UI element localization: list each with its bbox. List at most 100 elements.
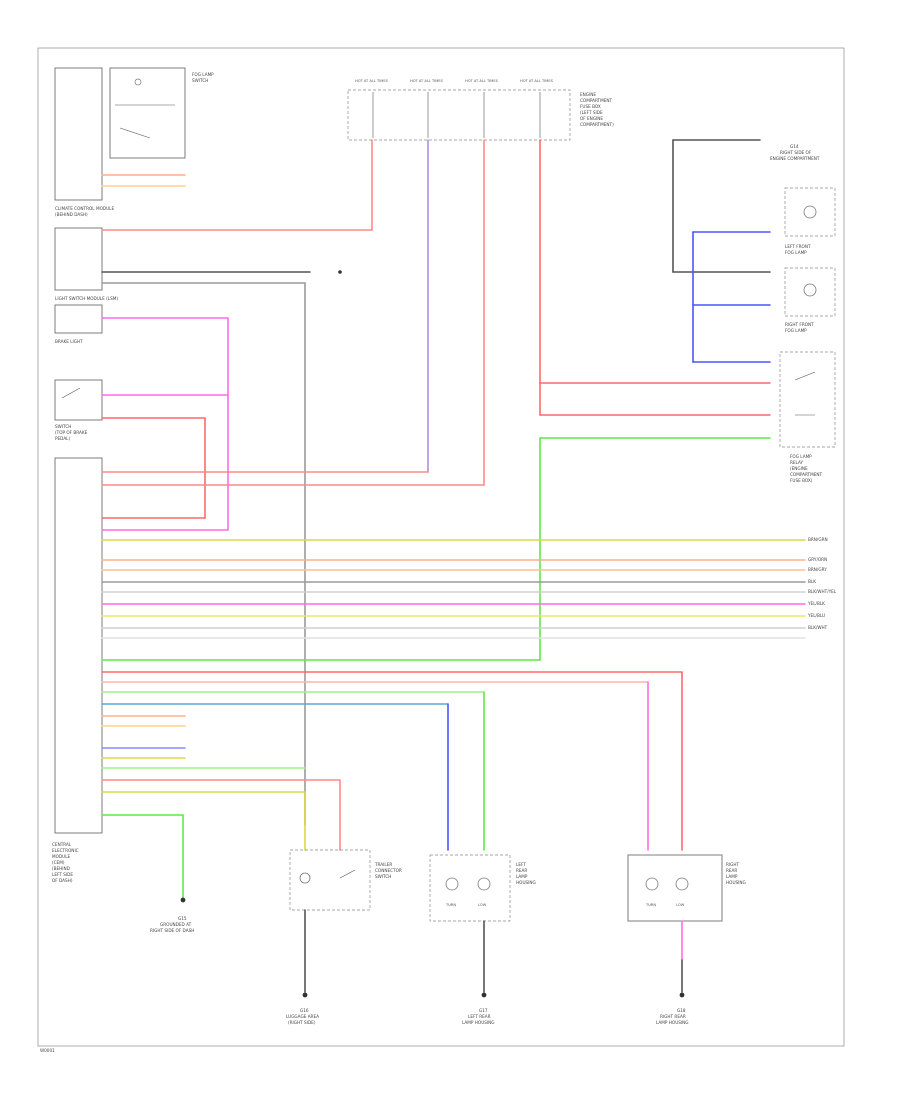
diagram-frame: [37, 47, 845, 1047]
fuse-caption-2: COMPARTMENT: [580, 98, 613, 103]
cem-label-6: LEFT SIDE: [52, 872, 73, 877]
right-top-label-2: RIGHT SIDE OF: [780, 150, 812, 155]
left-fog-lamp-box: [784, 187, 836, 237]
ground-2-c: LAMP HOUSING: [462, 1020, 495, 1025]
ground-1-c: (RIGHT SIDE): [288, 1020, 316, 1025]
ground-icon-1: [302, 992, 308, 998]
climate-module-label: CLIMATE CONTROL MODULE: [55, 206, 114, 211]
bus-label-7: YEL/BLU: [807, 613, 825, 618]
right-rear-lamp-group: TURN LOW RIGHT REAR LAMP HOUSING G18 RIG…: [627, 854, 746, 1025]
cem-label-3: MODULE: [52, 854, 71, 859]
brake-switch-group: BRAKE LIGHT SWITCH (TOP OF BRAKE PEDAL): [54, 317, 229, 531]
right-top-label-3: ENGINE COMPARTMENT: [770, 156, 820, 161]
fog-switch-label-1: FOG LAMP: [192, 72, 214, 77]
right-rear-label-2: REAR: [726, 868, 737, 873]
ground-left-1: G15: [178, 916, 187, 921]
right-rear-low-icon: [675, 877, 689, 891]
fuse-hot-3: HOT AT ALL TIMES: [465, 79, 499, 83]
left-fog-label-2: FOG LAMP: [785, 250, 807, 255]
switch-lamp-icon: [134, 78, 142, 86]
fuse-caption-3: FUSE BOX: [580, 104, 601, 109]
body-bus: BRN/GRN GRY/ORN BRN/GRY BLK BLK/WHT/YEL …: [101, 537, 837, 639]
fog-lamp-switch-group: FOG LAMP SWITCH CLIMATE CONTROL MODULE (…: [54, 67, 214, 217]
relay-label-1: FOG LAMP: [790, 454, 812, 459]
left-fog-lamp-icon: [803, 205, 817, 219]
right-rear-lamp-box: [627, 854, 723, 922]
fog-lamp-switch-box: [54, 67, 103, 201]
ground-1-a: G16: [300, 1008, 309, 1013]
trailer-switch-box: [289, 849, 371, 911]
ground-icon-left: [180, 897, 186, 903]
right-fog-lamp-box: [784, 267, 836, 317]
right-rear-turn: TURN: [645, 903, 656, 907]
ground-2-a: G17: [479, 1008, 488, 1013]
left-fog-label-1: LEFT FRONT: [785, 244, 811, 249]
bus-label-6: YEL/BLK: [807, 601, 825, 606]
left-modules: LIGHT SWITCH MODULE (LSM): [54, 139, 373, 826]
left-rear-lamp-group: TURN LOW LEFT REAR LAMP HOUSING G17 LEFT…: [429, 854, 536, 1025]
climate-module-sub: (BEHIND DASH): [55, 212, 88, 217]
fuse-box-outline: [347, 89, 571, 141]
left-rear-lamp-box: [429, 854, 511, 922]
relay-label-5: FUSE BOX): [790, 478, 813, 483]
bus-label-3: BRN/GRY: [808, 567, 827, 572]
engine-fuse-box: HOT AT ALL TIMES HOT AT ALL TIMES HOT AT…: [347, 79, 614, 141]
fuse-caption-4: (LEFT SIDE: [580, 110, 603, 115]
right-fog-lamps: G14 RIGHT SIDE OF ENGINE COMPARTMENT LEF…: [539, 139, 836, 661]
ground-2-b: LEFT REAR: [468, 1014, 491, 1019]
bus-label-8: BLK/WHT: [808, 625, 828, 630]
left-rear-label-1: LEFT: [516, 862, 526, 867]
fuse-caption-1: ENGINE: [580, 92, 596, 97]
fog-relay-box: [779, 351, 836, 448]
bus-label-4: BLK: [808, 579, 816, 584]
right-rear-label-3: LAMP: [726, 874, 738, 879]
left-rear-label-2: REAR: [516, 868, 527, 873]
fuse-hot-1: HOT AT ALL TIMES: [355, 79, 389, 83]
ground-3-c: LAMP HOUSING: [656, 1020, 689, 1025]
right-rear-label-1: RIGHT: [726, 862, 740, 867]
ground-3-b: RIGHT REAR: [660, 1014, 686, 1019]
trailer-lamp-icon: [299, 872, 311, 884]
right-top-label-1: G14: [790, 144, 799, 149]
left-rear-label-3: LAMP: [516, 874, 528, 879]
trailer-label-3: SWITCH: [375, 874, 391, 879]
fog-lamp-switch-inner: [109, 67, 186, 159]
cem-group: CENTRAL ELECTRONIC MODULE (CEM) (BEHIND …: [52, 457, 103, 883]
trailer-label-2: CONNECTOR: [375, 868, 402, 873]
left-rear-low: LOW: [478, 903, 487, 907]
right-rear-low: LOW: [676, 903, 685, 907]
cem-box: [54, 457, 103, 834]
right-fog-label-1: RIGHT FRONT: [785, 322, 814, 327]
ground-icon-2: [481, 992, 487, 998]
footer-code: W0001: [40, 1048, 55, 1053]
fuse-caption-6: COMPARTMENT): [580, 122, 614, 127]
relay-label-3: (ENGINE: [790, 466, 808, 471]
trailer-switch-group: TRAILER CONNECTOR SWITCH G16 LUGGAGE ARE…: [286, 849, 402, 1025]
brake-label-2: SWITCH: [55, 424, 71, 429]
fuse-hot-2: HOT AT ALL TIMES: [410, 79, 444, 83]
ground-left-2: GROUNDED AT: [160, 922, 192, 927]
ground-arrow-icon: [338, 270, 342, 274]
cem-label-2: ELECTRONIC: [52, 848, 79, 853]
ground-1-b: LUGGAGE AREA: [286, 1014, 319, 1019]
relay-label-4: COMPARTMENT: [790, 472, 823, 477]
brake-switch-box: [54, 379, 103, 421]
left-rear-label-4: HOUSING: [516, 880, 536, 885]
right-rear-turn-icon: [645, 877, 659, 891]
bus-label-2: GRY/ORN: [808, 557, 827, 562]
brake-label-1: BRAKE LIGHT: [55, 339, 83, 344]
right-rear-label-4: HOUSING: [726, 880, 746, 885]
left-rear-turn-icon: [445, 877, 459, 891]
relay-label-2: RELAY: [790, 460, 804, 465]
fuse-hot-4: HOT AT ALL TIMES: [520, 79, 554, 83]
fuse-caption-5: OF ENGINE: [580, 116, 603, 121]
cem-label-5: (BEHIND: [52, 866, 70, 871]
lsm-label: LIGHT SWITCH MODULE (LSM): [55, 296, 118, 301]
brake-label-4: PEDAL): [55, 436, 71, 441]
module-box-2: [54, 304, 103, 334]
ground-icon-3: [679, 992, 685, 998]
left-rear-turn: TURN: [445, 903, 456, 907]
trailer-label-1: TRAILER: [374, 862, 392, 867]
fog-switch-label-2: SWITCH: [192, 78, 208, 83]
